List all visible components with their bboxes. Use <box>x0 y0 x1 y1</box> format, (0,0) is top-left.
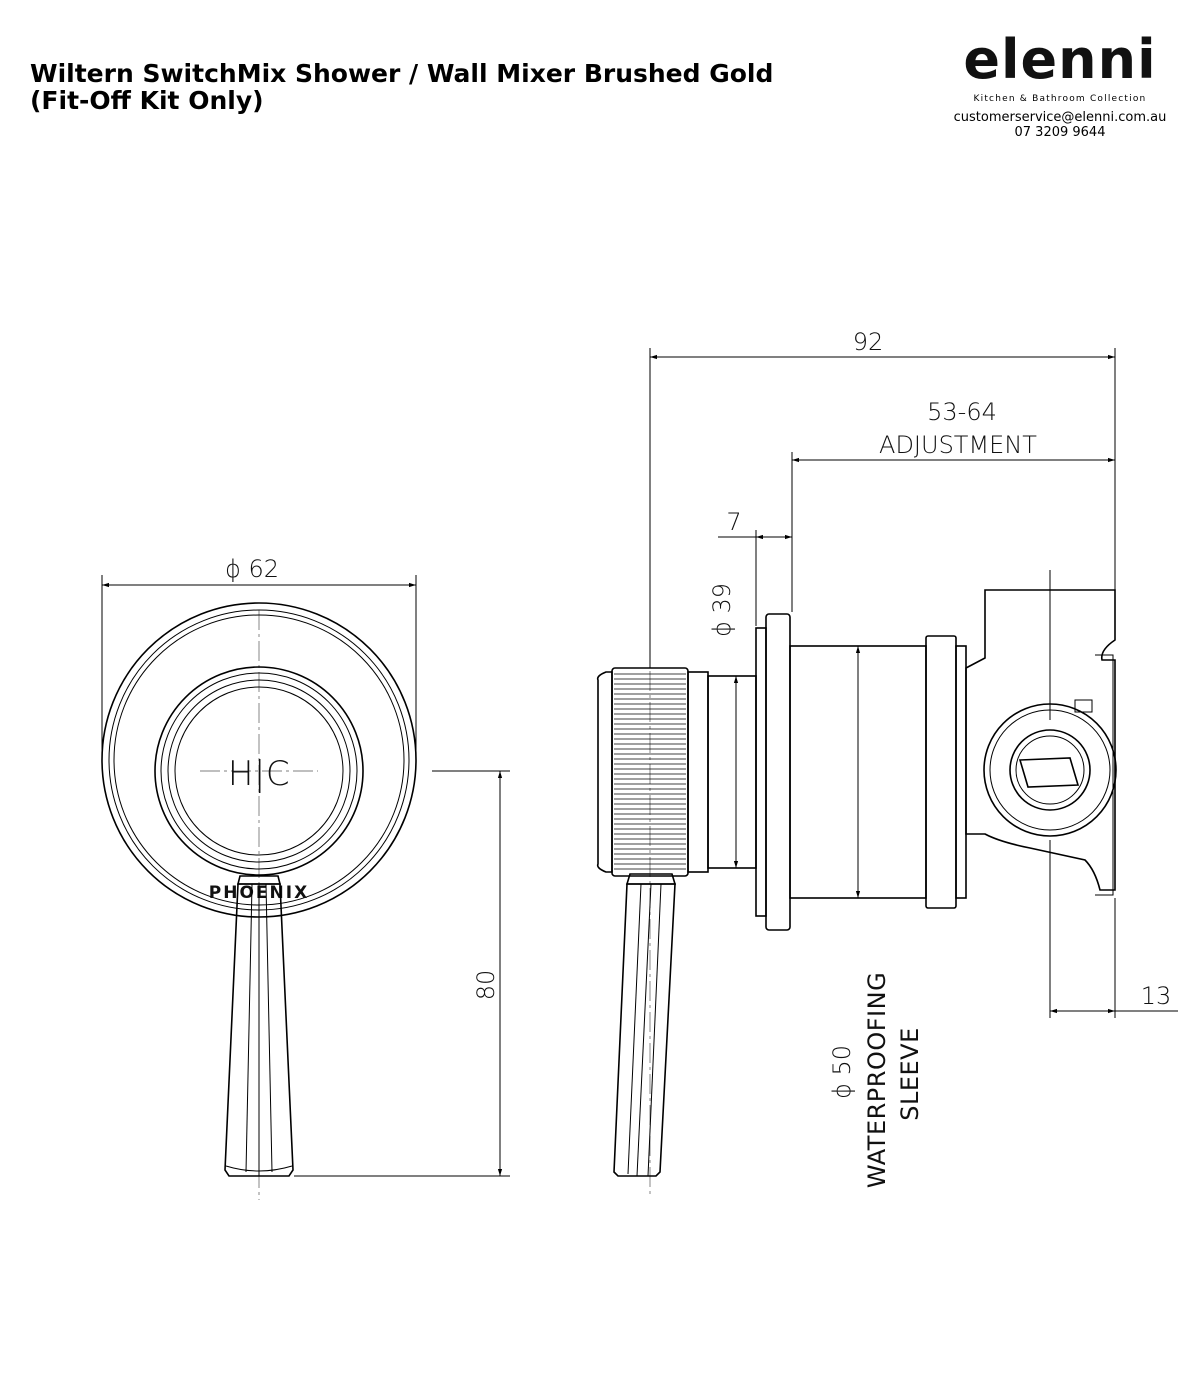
diameter-50-label: ϕ 50 <box>828 1045 856 1099</box>
adjustment-text-label: ADJUSTMENT <box>879 431 1037 459</box>
title-line-2: (Fit-Off Kit Only) <box>30 86 264 115</box>
knurl-lines <box>614 673 686 870</box>
adjustment-value-label: 53-64 <box>927 398 997 426</box>
contact-email[interactable]: customerservice@elenni.com.au <box>953 110 1167 125</box>
overall-length-label: 92 <box>853 328 884 356</box>
sleeve-line-1: WATERPROOFING <box>863 972 891 1188</box>
diameter-39-label: ϕ 39 <box>708 583 736 637</box>
page-title: Wiltern SwitchMix Shower / Wall Mixer Br… <box>30 60 773 114</box>
front-height-label: 80 <box>472 970 500 1001</box>
seven-label: 7 <box>726 508 741 536</box>
maker-mark: PHOENIX <box>209 883 309 903</box>
front-diameter-label: ϕ 62 <box>225 555 279 583</box>
brand-tagline: Kitchen & Bathroom Collection <box>973 94 1147 104</box>
brand-logo: elenni <box>963 28 1157 91</box>
title-line-1: Wiltern SwitchMix Shower / Wall Mixer Br… <box>30 59 774 88</box>
brand-block: elenni Kitchen & Bathroom Collection cus… <box>940 28 1180 141</box>
sleeve-line-2: SLEEVE <box>896 1027 924 1121</box>
hot-cold-mark: H|C <box>228 754 290 794</box>
contact-phone[interactable]: 07 3209 9644 <box>1014 125 1106 140</box>
front-view: H|C PHOENIX ϕ 62 80 <box>101 555 510 1200</box>
side-view: 92 53-64 ADJUSTMENT 7 ϕ 39 ϕ 50 WATERPRO… <box>596 328 1178 1195</box>
thirteen-label: 13 <box>1141 982 1172 1010</box>
